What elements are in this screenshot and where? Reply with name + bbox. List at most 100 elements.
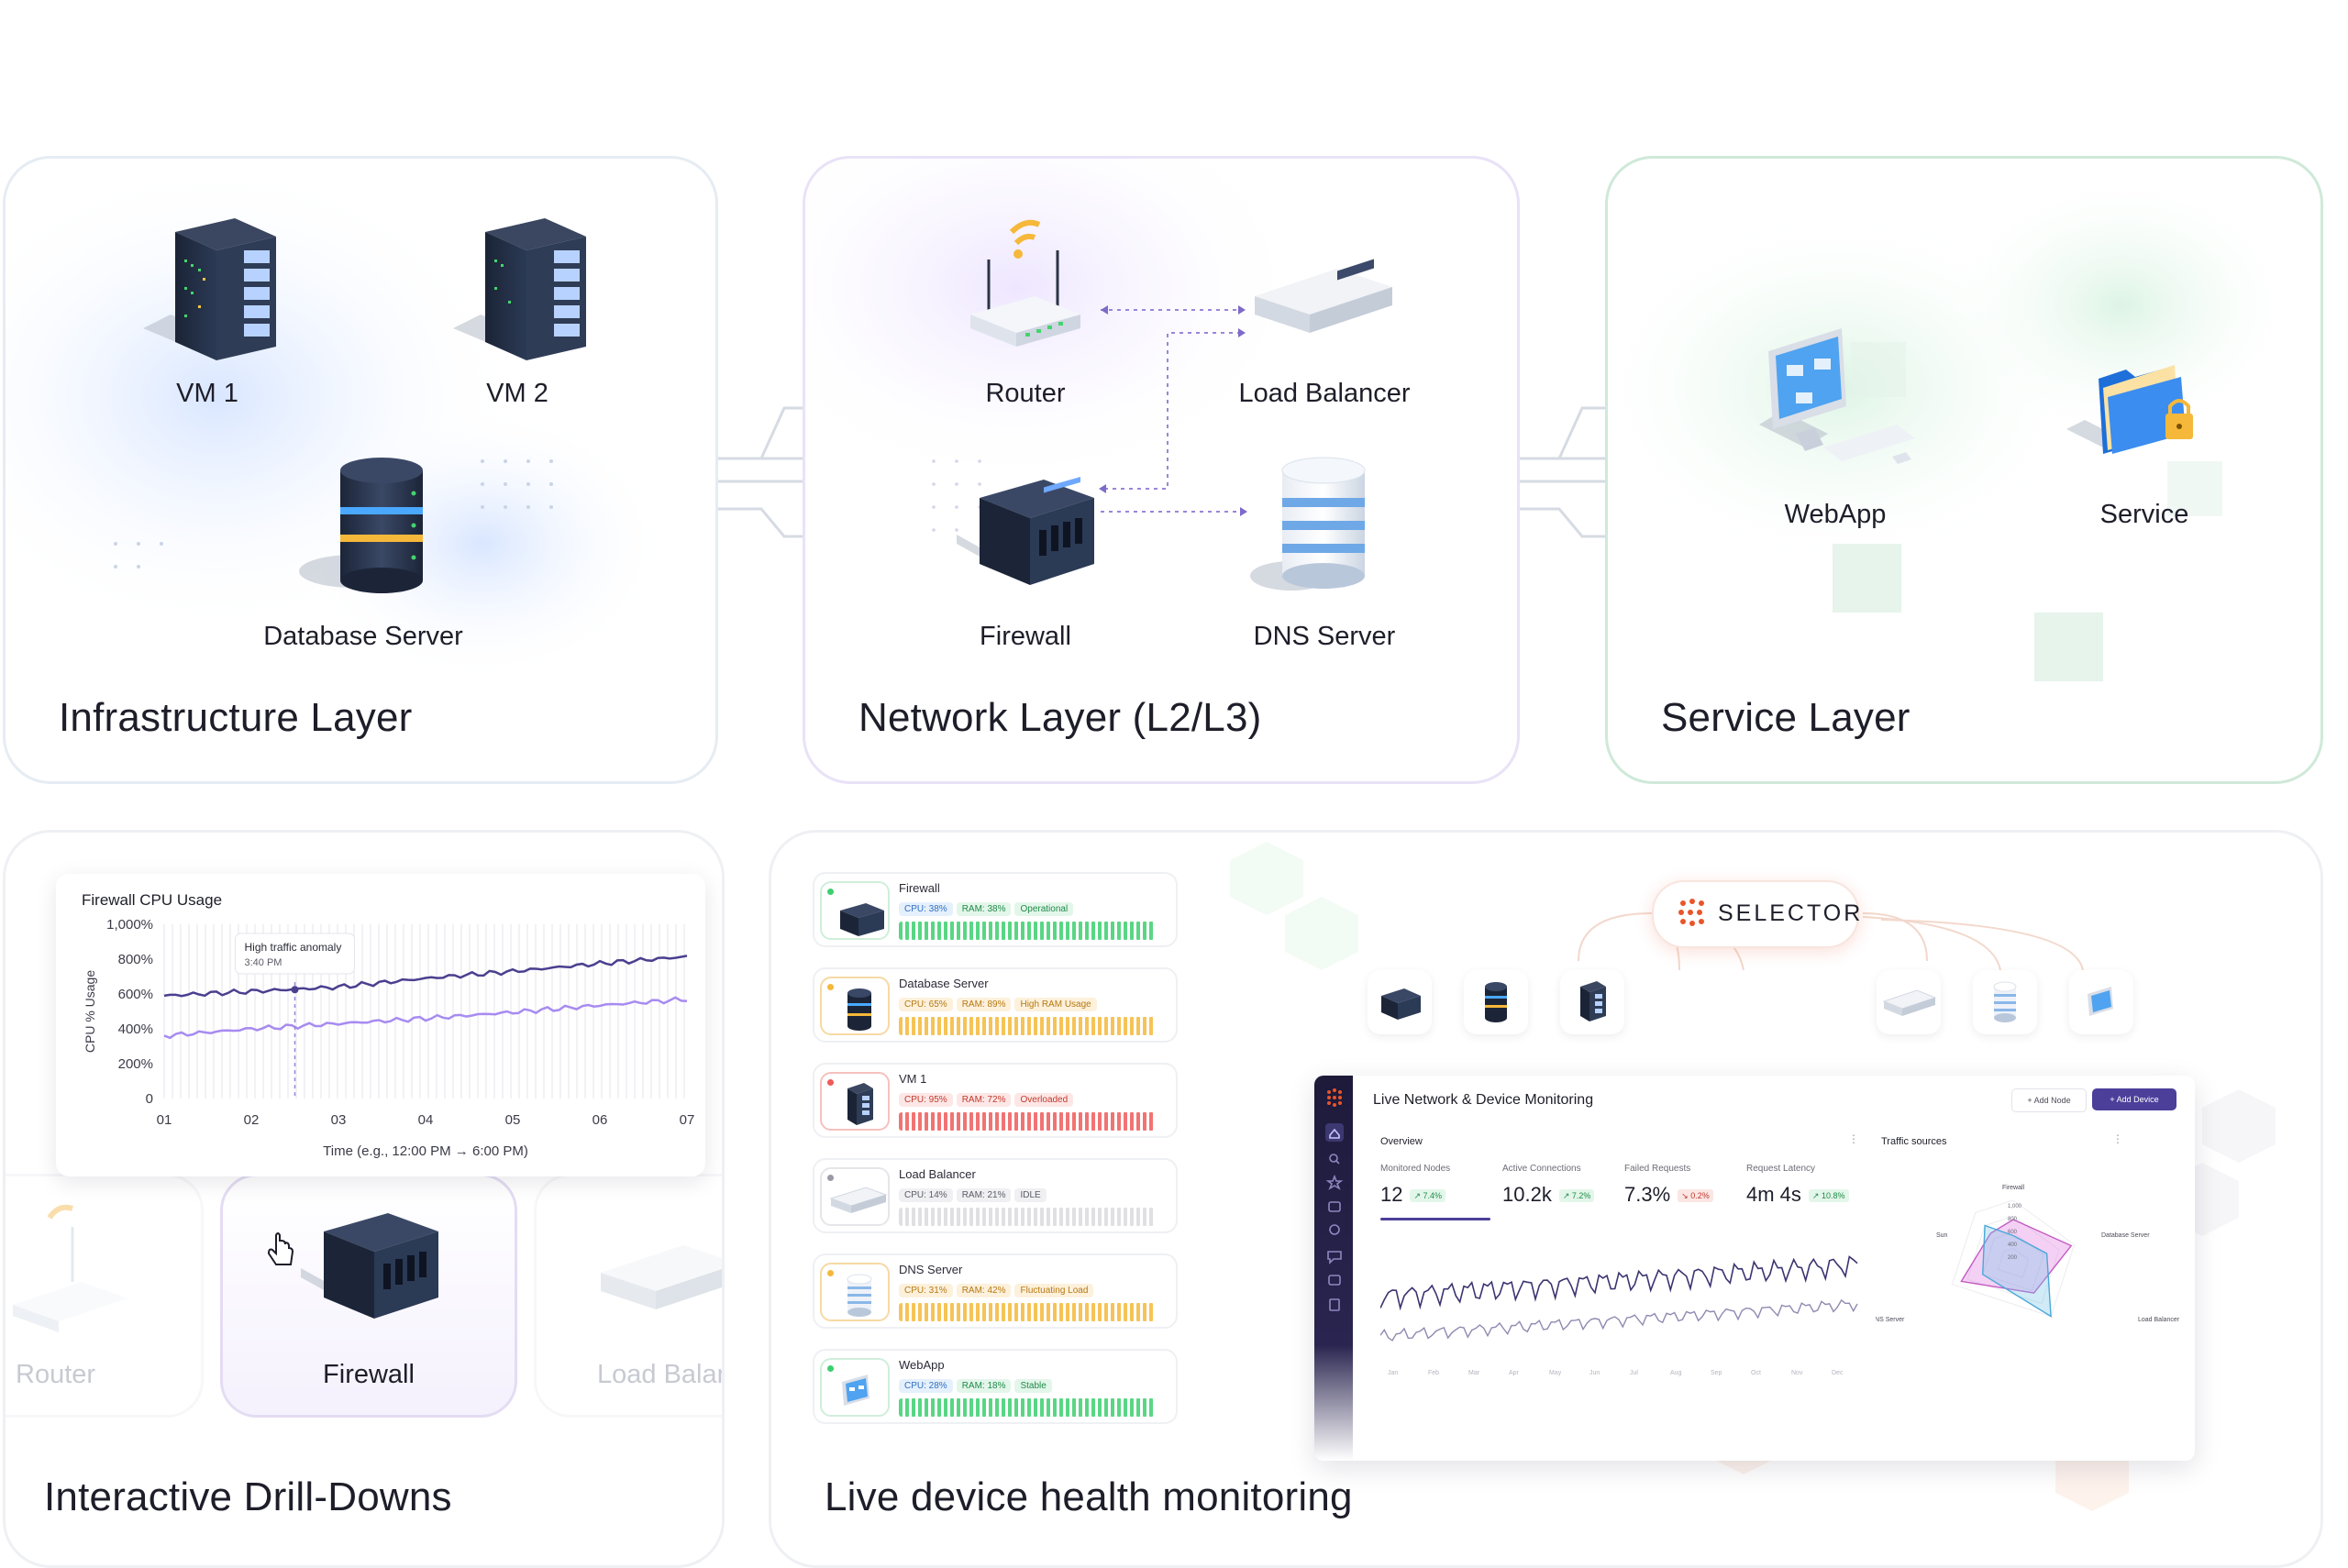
health-bar-segment (957, 1398, 960, 1417)
status-pill: High RAM Usage (1014, 998, 1097, 1011)
health-bar-segment (1014, 1017, 1018, 1035)
health-bar-segment (963, 1112, 967, 1131)
health-bar-segment (1124, 1017, 1127, 1035)
health-bar-segment (1130, 1112, 1134, 1131)
health-bar-segment (989, 1398, 992, 1417)
health-bar-segment (1143, 1398, 1146, 1417)
health-bar-segment (912, 922, 915, 940)
series-line (163, 996, 688, 1040)
health-bar-segment (931, 1112, 935, 1131)
health-bar-segment (1098, 1112, 1102, 1131)
radar-series (1981, 1224, 2052, 1318)
health-bar-segment (950, 1303, 954, 1321)
device-tile-firewall[interactable] (1368, 970, 1432, 1034)
health-bar-segment (918, 1017, 922, 1035)
device-tile-database[interactable] (1464, 970, 1528, 1034)
health-bar-segment (1149, 1208, 1153, 1226)
health-bar-segment (1066, 1017, 1069, 1035)
service-label: Service (2099, 500, 2189, 529)
device-tile-load-balancer[interactable] (1877, 970, 1941, 1034)
health-bar-segment (957, 922, 960, 940)
device-icon-box (820, 1263, 890, 1321)
add-device-button[interactable]: + Add Device (2092, 1088, 2176, 1110)
carousel-tile-router[interactable]: Router (6, 1174, 204, 1418)
server-rack-icon (143, 218, 276, 360)
carousel-tile-load-balancer[interactable]: Load Balan (534, 1174, 722, 1418)
health-bar-segment (918, 922, 922, 940)
health-bar-segment (982, 922, 986, 940)
health-bar-segment (912, 1208, 915, 1226)
month-label: Feb (1428, 1370, 1439, 1376)
kpi-value: 12↗ 7.4% (1380, 1183, 1450, 1207)
status-dot (827, 1079, 834, 1086)
x-tick-label: 04 (418, 1112, 434, 1128)
health-bar (899, 1112, 1153, 1131)
month-label: Oct (1751, 1370, 1761, 1376)
health-bar-segment (1085, 1017, 1089, 1035)
health-bar-segment (1104, 1208, 1108, 1226)
health-bar-segment (1047, 1017, 1050, 1035)
device-name: Firewall (899, 881, 940, 895)
health-bar-segment (995, 1017, 999, 1035)
overview-menu-icon[interactable]: ⋮ (1848, 1132, 1859, 1145)
health-bar-segment (1053, 1398, 1057, 1417)
add-node-button[interactable]: + Add Node (2011, 1088, 2087, 1112)
x-tick-label: 02 (244, 1112, 260, 1128)
carousel-tile-firewall[interactable]: Firewall (220, 1174, 517, 1418)
health-bar-segment (1040, 1398, 1044, 1417)
device-tile-webapp[interactable] (2069, 970, 2133, 1034)
server-rack-icon (453, 218, 586, 360)
health-bar-segment (976, 922, 980, 940)
device-stat-pills: CPU: 28%RAM: 18%Stable (899, 1376, 1056, 1393)
infrastructure-layer-title: Infrastructure Layer (59, 695, 413, 740)
load-balancer-icon (829, 1187, 888, 1213)
health-bar-segment (1111, 1017, 1114, 1035)
status-dot (827, 984, 834, 990)
health-bar-segment (1053, 1112, 1057, 1131)
device-tile-dns[interactable] (1973, 970, 2037, 1034)
health-bar-segment (1136, 1208, 1140, 1226)
radar-series (1960, 1219, 2073, 1294)
health-bar-segment (918, 1112, 922, 1131)
ram-pill: RAM: 42% (956, 1284, 1012, 1297)
health-bar-segment (976, 1303, 980, 1321)
month-label: Apr (1509, 1370, 1520, 1376)
health-bar-segment (995, 1112, 999, 1131)
health-bar-segment (1149, 922, 1153, 940)
health-bar-segment (1066, 922, 1069, 940)
network-layer-title: Network Layer (L2/L3) (858, 695, 1262, 740)
health-bar-segment (1143, 922, 1146, 940)
health-bar-segment (1047, 922, 1050, 940)
kpi-delta: 7.4% (1423, 1190, 1443, 1200)
device-tile-vm[interactable] (1560, 970, 1624, 1034)
firewall-cpu-chart: Firewall CPU Usage0200%400%600%800%1,000… (82, 891, 694, 1159)
load-balancer-icon (601, 1245, 722, 1309)
traffic-menu-icon[interactable]: ⋮ (2112, 1132, 2123, 1145)
health-bar-segment (1047, 1398, 1050, 1417)
health-bar-segment (1008, 1303, 1012, 1321)
health-bar-segment (1117, 1303, 1121, 1321)
health-bar-segment (1047, 1303, 1050, 1321)
dns-server-icon (1250, 457, 1366, 591)
radar-axis-label: DNS Server (1876, 1317, 1905, 1323)
device-icon-box (820, 977, 890, 1035)
health-bar-segment (944, 1112, 947, 1131)
health-bar-segment (1079, 1398, 1082, 1417)
health-bar-segment (1104, 922, 1108, 940)
health-bar-segment (1002, 1208, 1005, 1226)
health-bar-segment (1091, 1303, 1095, 1321)
health-bar-segment (1098, 1303, 1102, 1321)
firewall-icon (301, 1213, 438, 1319)
